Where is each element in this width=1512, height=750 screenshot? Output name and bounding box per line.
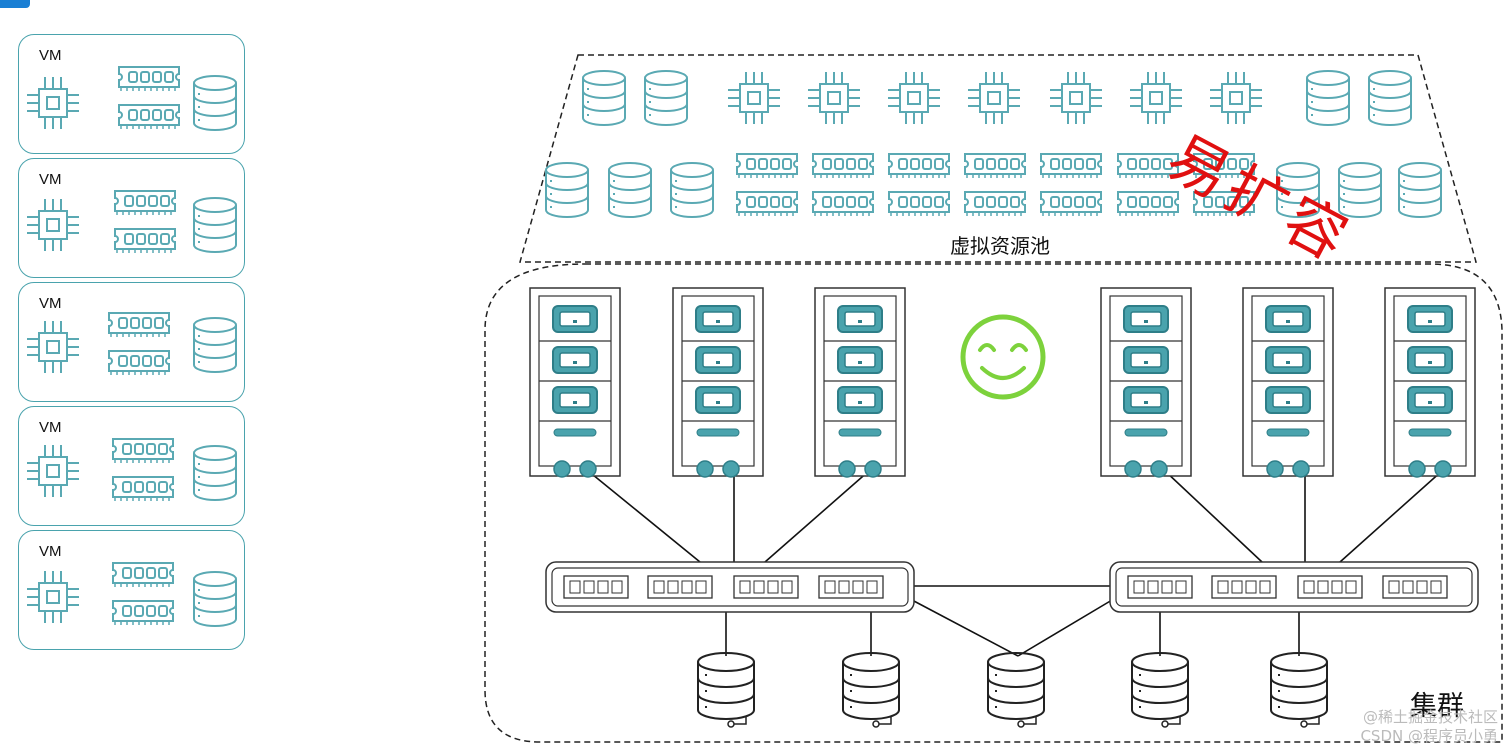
vm-label: VM [39, 419, 62, 436]
storage-icon [644, 70, 688, 126]
memory-icon [812, 153, 874, 179]
memory-icon [888, 153, 950, 179]
cpu-icon [1129, 71, 1183, 125]
cpu-icon [1049, 71, 1103, 125]
storage-group [697, 652, 1328, 728]
server-rack [673, 288, 763, 477]
vm-label: VM [39, 295, 62, 312]
vm-card: VM [18, 158, 245, 278]
cpu-icon [727, 71, 781, 125]
memory-icon [736, 153, 798, 179]
cpu-icon [967, 71, 1021, 125]
memory-icon [1117, 191, 1179, 217]
watermark-text: CSDN @程序员小勇 [1360, 727, 1498, 745]
storage-icon [1398, 162, 1442, 218]
storage-icon [1306, 70, 1350, 126]
storage-node-icon [987, 652, 1045, 728]
watermark-text: @稀土掘金技术社区 [1362, 708, 1498, 726]
network-switch [546, 562, 914, 612]
pool-storage-group [582, 70, 1412, 126]
cluster-boundary [484, 263, 1503, 743]
storage-icon [1368, 70, 1412, 126]
memory-icon [888, 191, 950, 217]
vm-label: VM [39, 47, 62, 64]
vm-card: VM [18, 34, 245, 154]
corner-accent-mark [0, 0, 30, 8]
storage-icon [670, 162, 714, 218]
cpu-icon [1209, 71, 1263, 125]
vm-label: VM [39, 543, 62, 560]
network-links [586, 469, 1444, 657]
server-rack [815, 288, 905, 477]
storage-icon [608, 162, 652, 218]
cpu-icon [807, 71, 861, 125]
memory-icon [964, 191, 1026, 217]
server-rack [530, 288, 620, 477]
memory-icon [812, 191, 874, 217]
server-rack [1101, 288, 1191, 477]
cpu-icon [887, 71, 941, 125]
server-rack [1385, 288, 1475, 477]
network-switch [1110, 562, 1478, 612]
storage-node-icon [1131, 652, 1189, 728]
smiley-icon [960, 314, 1046, 400]
storage-node-icon [697, 652, 755, 728]
resource-pool-label: 虚拟资源池 [950, 236, 1050, 258]
vm-label: VM [39, 171, 62, 188]
vm-card: VM [18, 406, 245, 526]
vm-card: VM [18, 282, 245, 402]
pool-cpu-group [727, 71, 1263, 125]
storage-icon [545, 162, 589, 218]
cluster-label: 集群 [1410, 691, 1464, 722]
memory-icon [964, 153, 1026, 179]
storage-node-icon [1270, 652, 1328, 728]
memory-icon [736, 191, 798, 217]
memory-icon [1040, 153, 1102, 179]
memory-icon [1040, 191, 1102, 217]
server-rack [1243, 288, 1333, 477]
vm-card: VM [18, 530, 245, 650]
resource-pool-boundary [519, 54, 1477, 263]
storage-node-icon [842, 652, 900, 728]
storage-icon [582, 70, 626, 126]
